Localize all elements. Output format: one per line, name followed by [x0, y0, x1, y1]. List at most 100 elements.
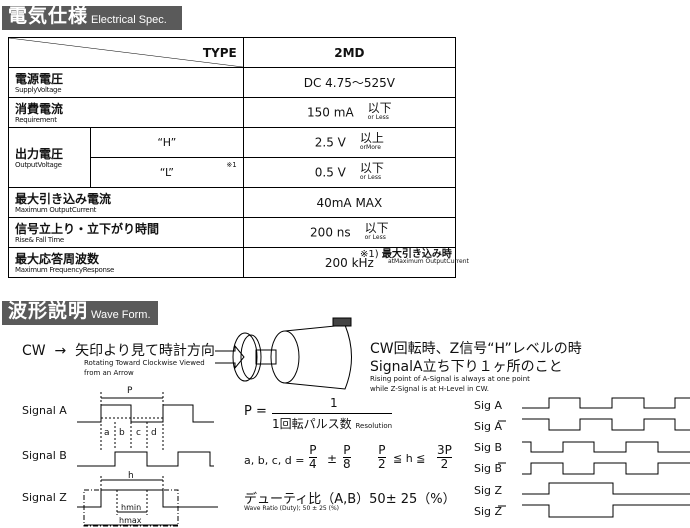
formula-res: Resolution	[355, 422, 393, 430]
sig-b-wave	[522, 441, 690, 453]
unit-en: or Less	[359, 173, 382, 181]
unit-jp: 以下	[359, 160, 384, 175]
dimension-lines	[83, 392, 179, 527]
formula-den: 1回転パルス数	[272, 417, 352, 431]
h-value: 2.5 V	[314, 135, 346, 149]
d-label: d	[151, 428, 157, 438]
row-en: Maximum FrequencyResponse	[15, 265, 114, 274]
sig-b-bar-label: Sig B	[474, 462, 502, 475]
note-jp1: CW回転時、Z信号“H”レベルの時	[370, 341, 582, 357]
den: 2	[437, 457, 452, 471]
num: P	[343, 443, 351, 457]
hmax-label: hmax	[119, 516, 142, 525]
row-jp: 最大引き込み電流	[15, 191, 112, 206]
row-en: SupplyVoltage	[15, 85, 62, 94]
t: Sig B	[474, 462, 503, 475]
formula2-lhs: a, b, c, d =	[244, 454, 305, 467]
num: P	[309, 443, 317, 457]
b-label: b	[119, 428, 125, 438]
note-jp2: SignalA立ち下り１ヶ所のこと	[370, 359, 563, 375]
overline-marks	[498, 420, 506, 507]
header-en: Wave Form.	[91, 309, 151, 321]
h-label: h	[128, 471, 134, 481]
encoder-icon	[215, 317, 352, 390]
h-label: “H”	[90, 127, 244, 158]
l-value: 0.5 V	[314, 165, 346, 179]
note-mark: ※1	[226, 161, 237, 169]
footnote-mark: ※1)	[360, 249, 379, 260]
row-value: DC 4.75～525V	[242, 67, 457, 98]
row-jp: 電源電圧	[15, 71, 64, 86]
row-value: 200 kHz	[242, 247, 457, 278]
signal-b-label: Signal B	[22, 449, 67, 462]
sig-a-bar-label: Sig A	[474, 420, 502, 433]
sig-a-wave	[522, 397, 690, 409]
sig-z-bar-wave	[522, 504, 690, 518]
signal-a-wave	[77, 404, 214, 423]
unit-jp: 以下	[367, 100, 392, 115]
row-jp: 消費電流	[15, 101, 64, 116]
p-label: P	[127, 386, 133, 396]
formula-p: P =	[244, 404, 267, 419]
hmin-label: hmin	[121, 503, 142, 512]
row-value: 150 mA	[307, 105, 354, 119]
output-jp: 出力電圧	[15, 146, 64, 161]
header-jp: 波形説明	[8, 300, 89, 322]
sig-a-bar-wave	[522, 418, 690, 431]
signal-z-label: Signal Z	[22, 491, 67, 504]
den: 8	[343, 457, 351, 471]
cw-jp: 矢印より見て時計方向	[75, 343, 215, 359]
duty-en: Wave Ratio (Duty); 50 ± 25 (%)	[244, 505, 340, 512]
row-jp: 最大応答周波数	[15, 251, 100, 266]
sig-z-label: Sig Z	[474, 484, 503, 497]
unit-en: or Less	[367, 113, 389, 121]
output-en: OutputVoltage	[15, 160, 62, 169]
a-label: a	[104, 428, 110, 438]
arrow: →	[54, 343, 67, 359]
row-en: Requirement	[15, 115, 57, 124]
sig-b-bar-wave	[522, 462, 690, 475]
signal-a-label: Signal A	[22, 404, 67, 417]
unit-en: orMore	[359, 143, 381, 151]
footnote-en: atMaximum OutputCurrent	[388, 258, 469, 265]
note-en2: while Z-Signal is at H-Level in CW.	[370, 385, 489, 393]
den: 2	[378, 457, 386, 471]
signal-b-wave	[77, 451, 214, 467]
formula-den-wrap: 1回転パルス数 Resolution	[272, 413, 393, 432]
header-jp: 電気仕様	[8, 5, 89, 27]
sig-b-label: Sig B	[474, 441, 503, 454]
cw: CW	[22, 343, 46, 359]
t: Sig Z	[474, 505, 503, 518]
row-jp: 信号立上り・立下がり時間	[15, 221, 160, 236]
cw-en1: Rotating Toward Clockwise Viewed	[84, 359, 205, 367]
note-en1: Rising point of A-Signal is always at on…	[370, 375, 530, 383]
unit-en: or Less	[364, 233, 386, 241]
c-label: c	[136, 428, 141, 438]
row-en: Rise& Fall Time	[15, 235, 64, 244]
cw-en2: from an Arrow	[84, 369, 134, 377]
t: Sig A	[474, 420, 503, 433]
cw-en: Rotating Toward Clockwise Viewed from an …	[84, 358, 205, 378]
unit-jp: 以下	[364, 220, 389, 235]
sig-a-label: Sig A	[474, 399, 503, 412]
sig-z-bar-label: Sig Z	[474, 505, 502, 518]
header-en: Electrical Spec.	[91, 14, 167, 26]
duty-jp: デューティ比（A,B）50± 25（%）	[244, 492, 456, 507]
row-value: 200 ns	[310, 225, 351, 239]
footnote-jp: 最大引き込み時	[381, 249, 452, 260]
num: P	[378, 443, 386, 457]
